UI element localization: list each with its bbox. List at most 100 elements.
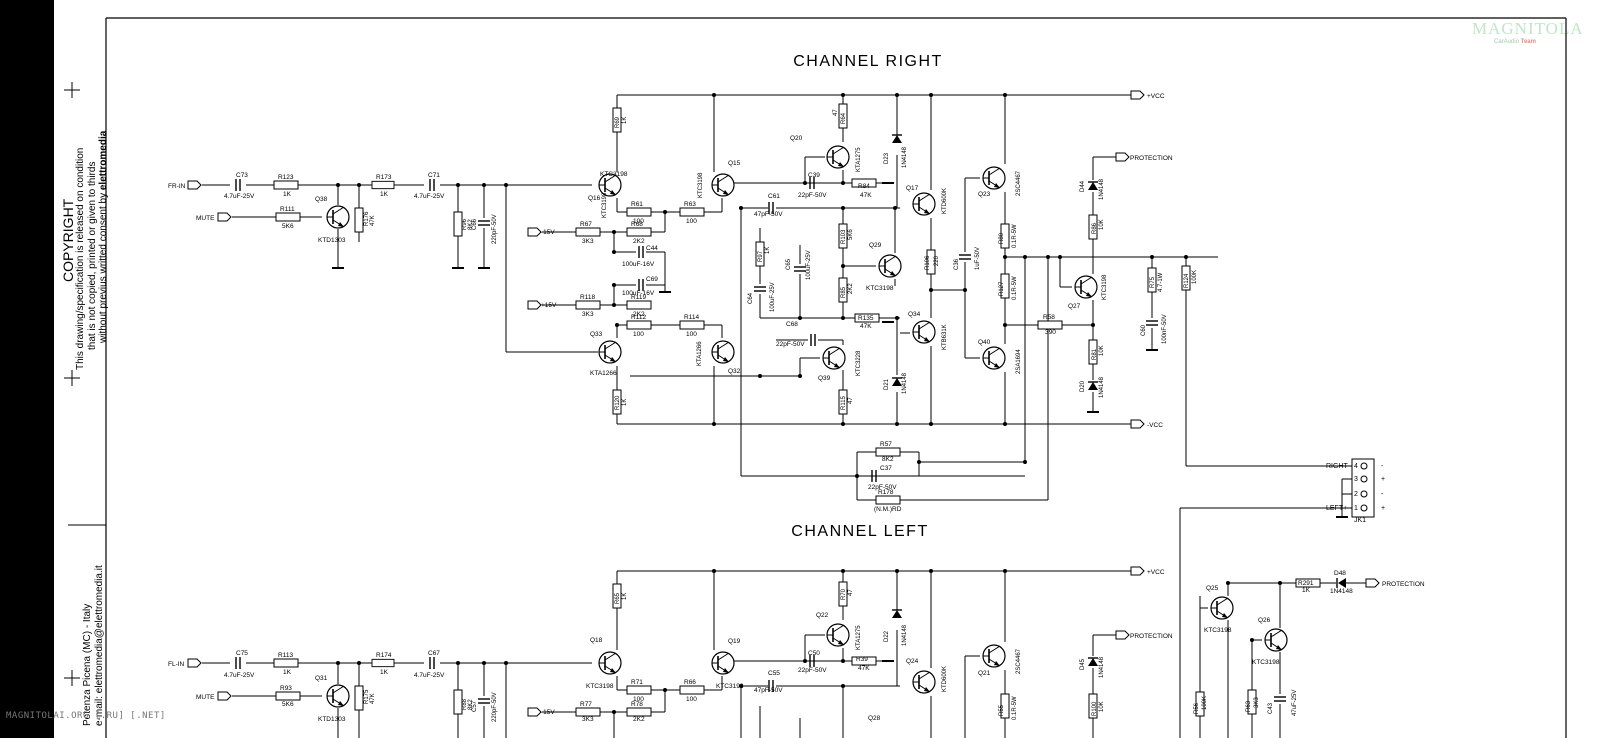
schematic-label-q23t: 2SC4467: [1016, 170, 1022, 196]
schematic-label-c39v: 22pF-50V: [798, 192, 827, 199]
schematic-label-r178v: (N.M.)RD: [874, 506, 902, 513]
schematic-label-r93: R93: [280, 685, 292, 692]
net-vcc-neg-right: -VCC: [1147, 422, 1163, 429]
schematic-label-q23: Q23: [978, 191, 991, 198]
schematic-label-r57: R57: [880, 441, 892, 448]
jk1-pin4-label: RIGHT-: [1326, 463, 1350, 470]
schematic-label-c36: C36: [954, 258, 960, 270]
schematic-label-q31t: KTD1303: [318, 716, 346, 723]
schematic-label-r96v: 8K2: [468, 219, 474, 230]
schematic-label-r112v: 100: [633, 331, 644, 338]
schematic-label-d22t: 1N4148: [902, 624, 908, 646]
schematic-label-r113: R113: [278, 652, 293, 659]
schematic-label-q28: Q28: [868, 715, 881, 722]
schematic-label-q27t: KTC3198: [1102, 274, 1108, 300]
jk1-name: JK1: [1354, 517, 1366, 524]
net-pos15-right: +15V: [541, 302, 557, 309]
schematic-label-r100: R100: [1092, 701, 1098, 716]
schematic-label-c66v: 220pF-50V: [492, 214, 498, 244]
schematic-label-r115: R115: [841, 395, 847, 410]
schematic-label-q27: Q27: [1068, 303, 1081, 310]
schematic-label-r127: R127: [999, 281, 1005, 296]
heading-channel-left: CHANNEL LEFT: [791, 523, 928, 540]
schematic-label-c57v: 220pF-50V: [492, 692, 498, 722]
copyright-heading: COPYRIGHT: [60, 198, 76, 282]
schematic-label-c60v: 100nF-50V: [1162, 314, 1168, 344]
schematic-label-r111: R111: [280, 206, 295, 213]
schematic-label-q29: Q29: [869, 242, 882, 249]
schematic-label-r84: R84: [858, 183, 870, 190]
sheet-margin-strip: [0, 0, 54, 738]
heading-channel-right: CHANNEL RIGHT: [793, 53, 943, 70]
schematic-label-c44: C44: [646, 245, 658, 252]
schematic-label-q16: Q16: [588, 195, 601, 202]
schematic-label-r58v: 390: [1045, 329, 1056, 336]
schematic-label-c67: C67: [428, 650, 440, 657]
schematic-label-r63bv: 3K3: [1254, 697, 1260, 708]
address-line2: e-mail: elettromedia@elettromedia.it: [94, 565, 105, 726]
schematic-label-c73v: 4.7uF-25V: [224, 193, 255, 200]
connector-jk1: [1335, 458, 1375, 518]
schematic-label-q26: Q26: [1258, 617, 1271, 624]
schematic-label-c69v: 100uF-16V: [622, 290, 655, 297]
jk1-pin1-label: LEFT+: [1326, 505, 1347, 512]
schematic-label-q39: Q39: [818, 375, 831, 382]
copyright-line3: without previus writted consent by elett…: [98, 130, 109, 343]
schematic-label-q25: Q25: [1206, 585, 1219, 592]
footer-watermark: MAGNITOLAI.ORG [.RU] [.NET]: [6, 711, 166, 721]
schematic-label-r124: R124: [1184, 273, 1190, 288]
schematic-label-r103v: 5K6: [848, 229, 854, 240]
schematic-label-r64: R64: [841, 112, 847, 124]
schematic-label-r70v: 47: [848, 589, 854, 596]
channel-right-labels: FR-IN MUTE C73 4.7uF-25V R123 1K R111 5K…: [168, 93, 1173, 513]
schematic-label-r88v: 8K2: [468, 699, 474, 710]
schematic-label-c71v: 4.7uF-25V: [414, 193, 445, 200]
schematic-label-r78: R78: [631, 701, 643, 708]
schematic-label-r120: R120: [615, 395, 621, 410]
schematic-label-c50v: 22pF-50V: [798, 667, 827, 674]
schematic-label-r77: R77: [580, 701, 592, 708]
channel-right-wires: [202, 94, 1353, 738]
schematic-label-q19t: KTC3198: [716, 683, 744, 690]
net-protection-left: PROTECTION: [1130, 633, 1173, 640]
schematic-label-q15: Q15: [728, 160, 741, 167]
schematic-label-r81v: 10K: [1099, 345, 1105, 356]
schematic-label-c61: C61: [768, 193, 780, 200]
schematic-label-r174: R174: [376, 652, 392, 659]
schematic-label-c44v: 100uF-16V: [622, 261, 655, 268]
schematic-label-q16t: KTC3198: [600, 171, 628, 178]
schematic-label-d45: D45: [1080, 658, 1086, 670]
schematic-label-q21: Q21: [978, 670, 991, 677]
schematic-label-r68: R68: [631, 221, 643, 228]
schematic-label-c37v: 22pF-50V: [868, 484, 897, 491]
schematic-label-q34: Q34: [908, 311, 921, 318]
schematic-label-r124v: 100K: [1192, 270, 1198, 284]
schematic-label-r106v: 220: [934, 255, 940, 266]
schematic-label-r176: R176: [364, 211, 370, 226]
schematic-label-r97v: 1K: [765, 247, 771, 254]
schematic-label-c68v: 22pF-50V: [776, 341, 805, 348]
schematic-label-q18: Q18: [590, 637, 603, 644]
schematic-label-r65v: 1K: [622, 593, 628, 600]
channel-left-junctions: [336, 569, 1282, 714]
schematic-label-c68: C68: [786, 321, 798, 328]
schematic-label-r103: R103: [841, 229, 847, 244]
schematic-label-r291: R291: [1298, 580, 1314, 587]
schematic-label-c39: C39: [808, 172, 820, 179]
schematic-label-r61: R61: [631, 201, 643, 208]
schematic-label-r69: R69: [615, 116, 621, 128]
net-fr-in: FR-IN: [168, 183, 186, 190]
schematic-label-c61v: 47pF-50V: [754, 211, 783, 218]
schematic-label-r97: R97: [758, 250, 764, 262]
schematic-label-r75: R75: [1150, 276, 1156, 288]
schematic-label-r63b: R63: [1246, 700, 1252, 712]
schematic-label-c37: C37: [880, 465, 892, 472]
net-neg15-right: -15V: [541, 229, 555, 236]
schematic-label-r85: R85: [841, 286, 847, 298]
schematic-label-r106: R106: [925, 255, 931, 270]
schematic-label-r84v: 47K: [860, 192, 872, 199]
schematic-label-q40t: 2SA1694: [1016, 349, 1022, 374]
schematic-label-r70: R70: [841, 588, 847, 600]
schematic-label-r135v: 47K: [860, 323, 872, 330]
